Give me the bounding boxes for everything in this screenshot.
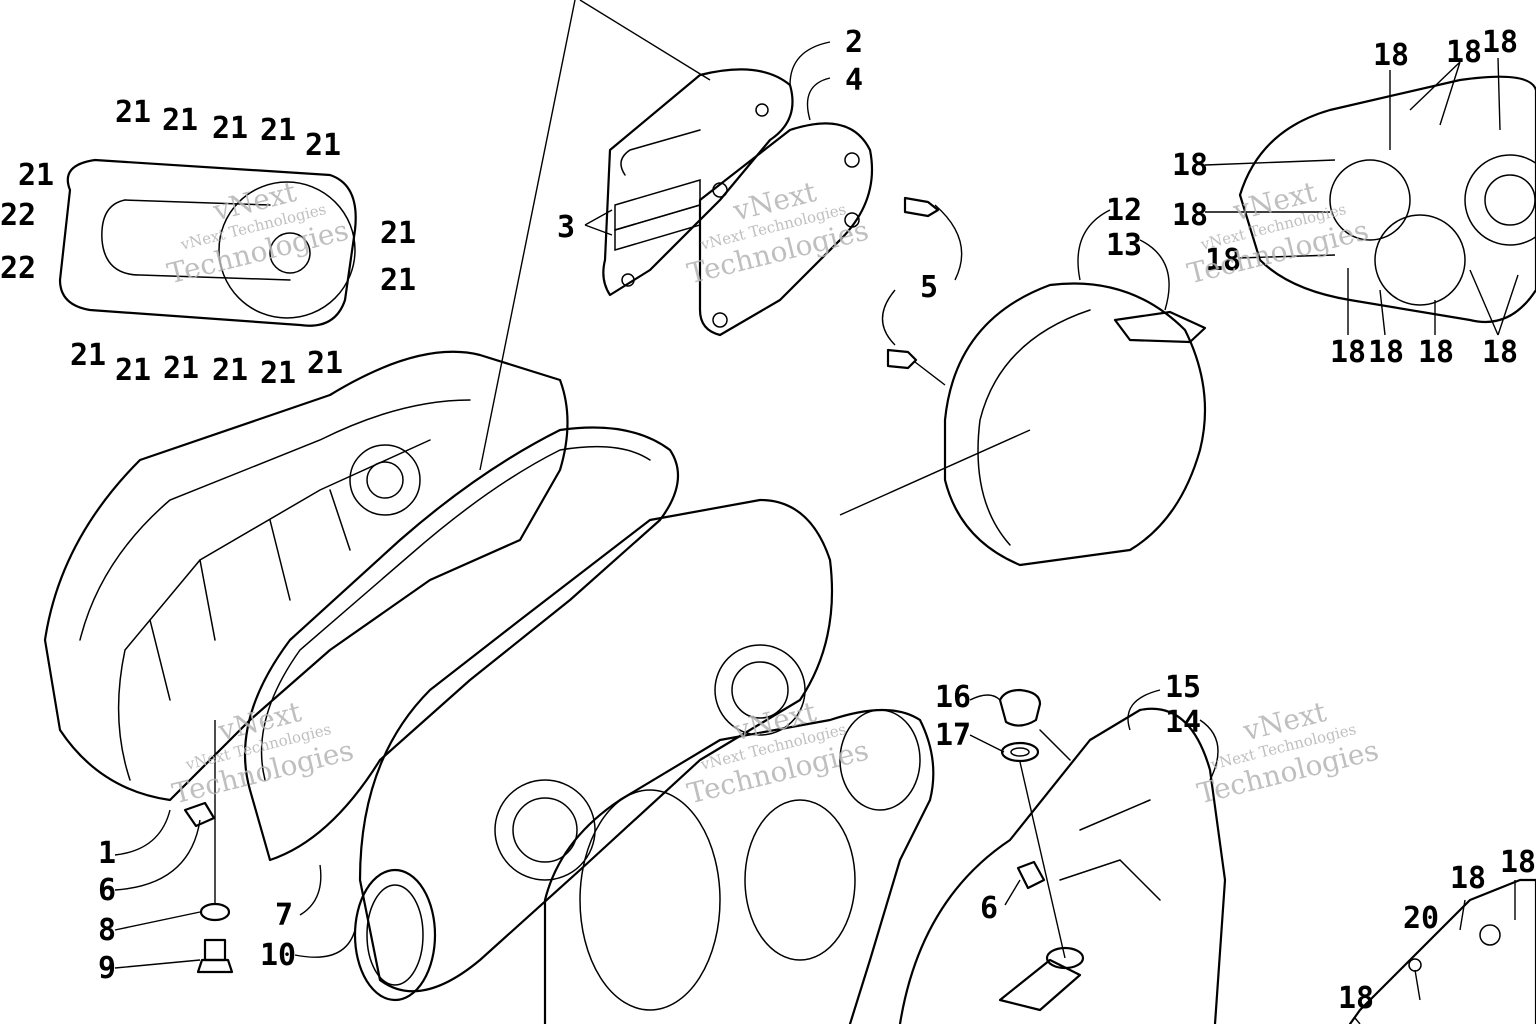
label-18: 18 [1373,38,1409,73]
label-18: 18 [1330,335,1366,370]
label-21: 21 [305,128,341,163]
cover-12 [943,282,1207,567]
label-3: 3 [557,210,575,245]
washer-8 [199,902,231,922]
label-18: 18 [1446,35,1482,70]
label-21: 21 [70,338,106,373]
label-1: 1 [98,836,116,871]
clutch-housing-outer [43,350,569,802]
bottom-right-case [1348,878,1536,1024]
label-15: 15 [1165,670,1201,705]
clutch-cover-outer [58,158,357,327]
label-14: 14 [1165,705,1201,740]
label-6b: 6 [980,891,998,926]
label-9: 9 [98,951,116,986]
label-18: 18 [1172,148,1208,183]
housing-gasket [243,426,680,862]
bracket-2 [602,68,794,297]
label-21: 21 [18,158,54,193]
label-21: 21 [163,351,199,386]
dowel-6 [183,801,216,828]
label-10: 10 [260,938,296,973]
label-12: 12 [1106,193,1142,228]
label-13: 13 [1106,228,1142,263]
bolt-9 [196,938,234,974]
label-22: 22 [0,198,36,233]
screw-5a [903,196,940,218]
inner-gasket [543,708,935,1024]
label-5: 5 [920,270,938,305]
label-7: 7 [275,898,293,933]
top-right-case [1238,75,1536,324]
label-18: 18 [1368,335,1404,370]
label-17: 17 [935,718,971,753]
label-20: 20 [1403,901,1439,936]
plug-16 [998,688,1042,727]
label-22: 22 [0,251,36,286]
label-18: 18 [1500,845,1536,880]
bracket-4 [698,122,874,337]
inner-housing [353,498,834,1002]
label-21: 21 [260,356,296,391]
label-21: 21 [212,111,248,146]
label-4: 4 [845,63,863,98]
label-21: 21 [115,95,151,130]
label-18: 18 [1418,335,1454,370]
shim-3 [614,178,701,252]
label-8: 8 [98,913,116,948]
callout-labels: 1 6 8 9 7 10 2 4 3 5 12 13 16 17 15 14 6… [0,25,1536,1016]
label-21: 21 [260,113,296,148]
screw-5b [886,348,918,370]
label-21: 21 [162,103,198,138]
label-21: 21 [380,216,416,251]
dowel-6b [1016,860,1046,890]
label-6: 6 [98,873,116,908]
label-21: 21 [115,353,151,388]
label-18: 18 [1338,981,1374,1016]
label-18: 18 [1482,25,1518,60]
label-18: 18 [1205,243,1241,278]
right-case [898,707,1227,1024]
label-18: 18 [1482,335,1518,370]
label-21: 21 [380,263,416,298]
leader-lines [114,0,1519,1024]
washer-17 [1000,741,1040,763]
label-2: 2 [845,25,863,60]
label-16: 16 [935,680,971,715]
label-18: 18 [1172,198,1208,233]
label-21: 21 [307,346,343,381]
label-21: 21 [212,353,248,388]
label-18: 18 [1450,861,1486,896]
